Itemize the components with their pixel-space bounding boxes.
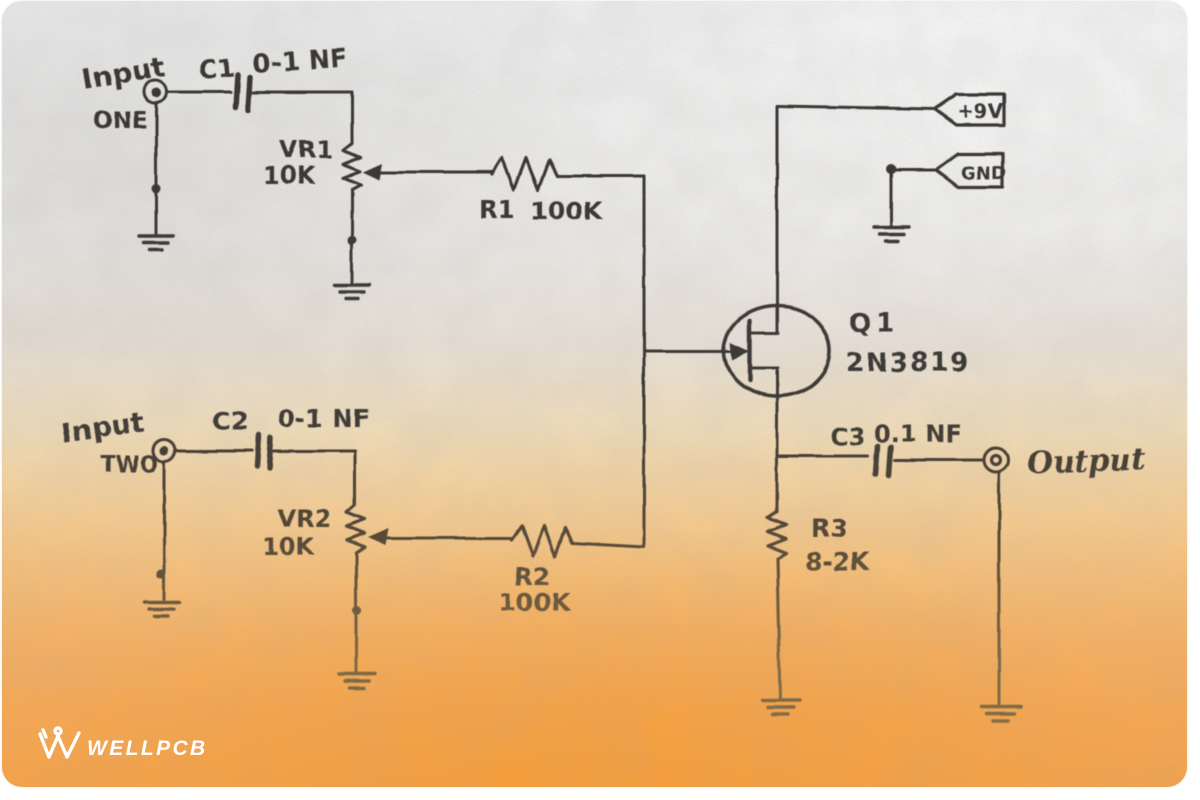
gnd-flag — [934, 152, 1004, 189]
capacitor-c1 — [233, 72, 253, 113]
ground-symbol-output — [980, 705, 1022, 723]
c1-ref: C1 — [198, 53, 236, 85]
ground-symbol-r3 — [760, 699, 802, 717]
wellpcb-logo: WELLPCB — [38, 726, 208, 760]
vr2-value: 10K — [262, 533, 315, 561]
wellpcb-logo-text: WELLPCB — [87, 737, 208, 760]
wellpcb-logo-mark — [38, 726, 81, 759]
potentiometer-vr2-zigzag — [345, 503, 367, 555]
c2-ref: C2 — [212, 407, 248, 436]
output-terminal — [982, 446, 1010, 474]
c3-ref: C3 — [831, 423, 865, 451]
ground-symbol-input2 — [142, 600, 181, 618]
power-flag — [932, 92, 1006, 127]
junction-dot-input2 — [156, 569, 166, 579]
input-one-sublabel: ONE — [93, 108, 148, 134]
c1-value: 0-1 NF — [251, 43, 348, 80]
vr2-ref: VR2 — [278, 505, 332, 533]
ground-symbol-vr1 — [333, 283, 371, 301]
wire-c2-to-corner — [272, 449, 357, 507]
potentiometer-vr1-zigzag — [341, 141, 363, 192]
ground-symbol-input1 — [137, 234, 175, 252]
r3-value: 8-2K — [805, 547, 871, 576]
vr2-wiper-arrow — [368, 528, 389, 545]
gate-arrow — [730, 342, 750, 360]
wire-r3-to-ground — [775, 557, 782, 702]
gnd-flag-label: GND — [961, 163, 1006, 184]
capacitor-c2 — [254, 433, 274, 471]
output-label: Output — [1026, 442, 1146, 481]
r1-ref: R1 — [479, 195, 516, 224]
q1-value: 2N3819 — [846, 348, 970, 378]
resistor-r1-zigzag — [490, 156, 559, 192]
vr1-ref: VR1 — [279, 136, 333, 164]
labels: Input ONE C1 0-1 NF VR1 10K R1 100K +9V … — [59, 43, 1146, 617]
input-two-sublabel: TWO — [100, 453, 158, 478]
wire-power-flag — [775, 104, 936, 111]
junction-dot-vr1 — [347, 235, 357, 245]
scanned-schematic-card: Input ONE C1 0-1 NF VR1 10K R1 100K +9V … — [2, 1, 1187, 787]
r1-value: 100K — [531, 196, 604, 225]
capacitor-c3 — [873, 443, 894, 478]
power-flag-label: +9V — [957, 99, 1004, 123]
wire-c1-to-corner — [251, 90, 354, 145]
r2-value: 100K — [499, 588, 572, 617]
wire-r2-to-bus — [570, 541, 646, 549]
resistor-r3-zigzag — [766, 510, 788, 561]
r2-ref: R2 — [514, 562, 551, 591]
r3-ref: R3 — [811, 514, 848, 543]
ground-symbol-vr2 — [337, 672, 377, 690]
vr1-value: 10K — [263, 162, 316, 190]
paper-grain-texture — [2, 1, 1187, 787]
ground-symbol-gnd-flag — [872, 225, 911, 243]
junction-dot-input1 — [151, 184, 161, 194]
c3-value: 0.1 NF — [874, 420, 961, 448]
resistor-r2-zigzag — [510, 524, 574, 558]
q1-ref: Q1 — [849, 309, 899, 339]
vr1-wiper-arrow — [363, 163, 383, 180]
schematic-drawing: Input ONE C1 0-1 NF VR1 10K R1 100K +9V … — [2, 1, 1187, 787]
junction-dot-vr2 — [352, 605, 362, 615]
c2-value: 0-1 NF — [278, 404, 370, 433]
